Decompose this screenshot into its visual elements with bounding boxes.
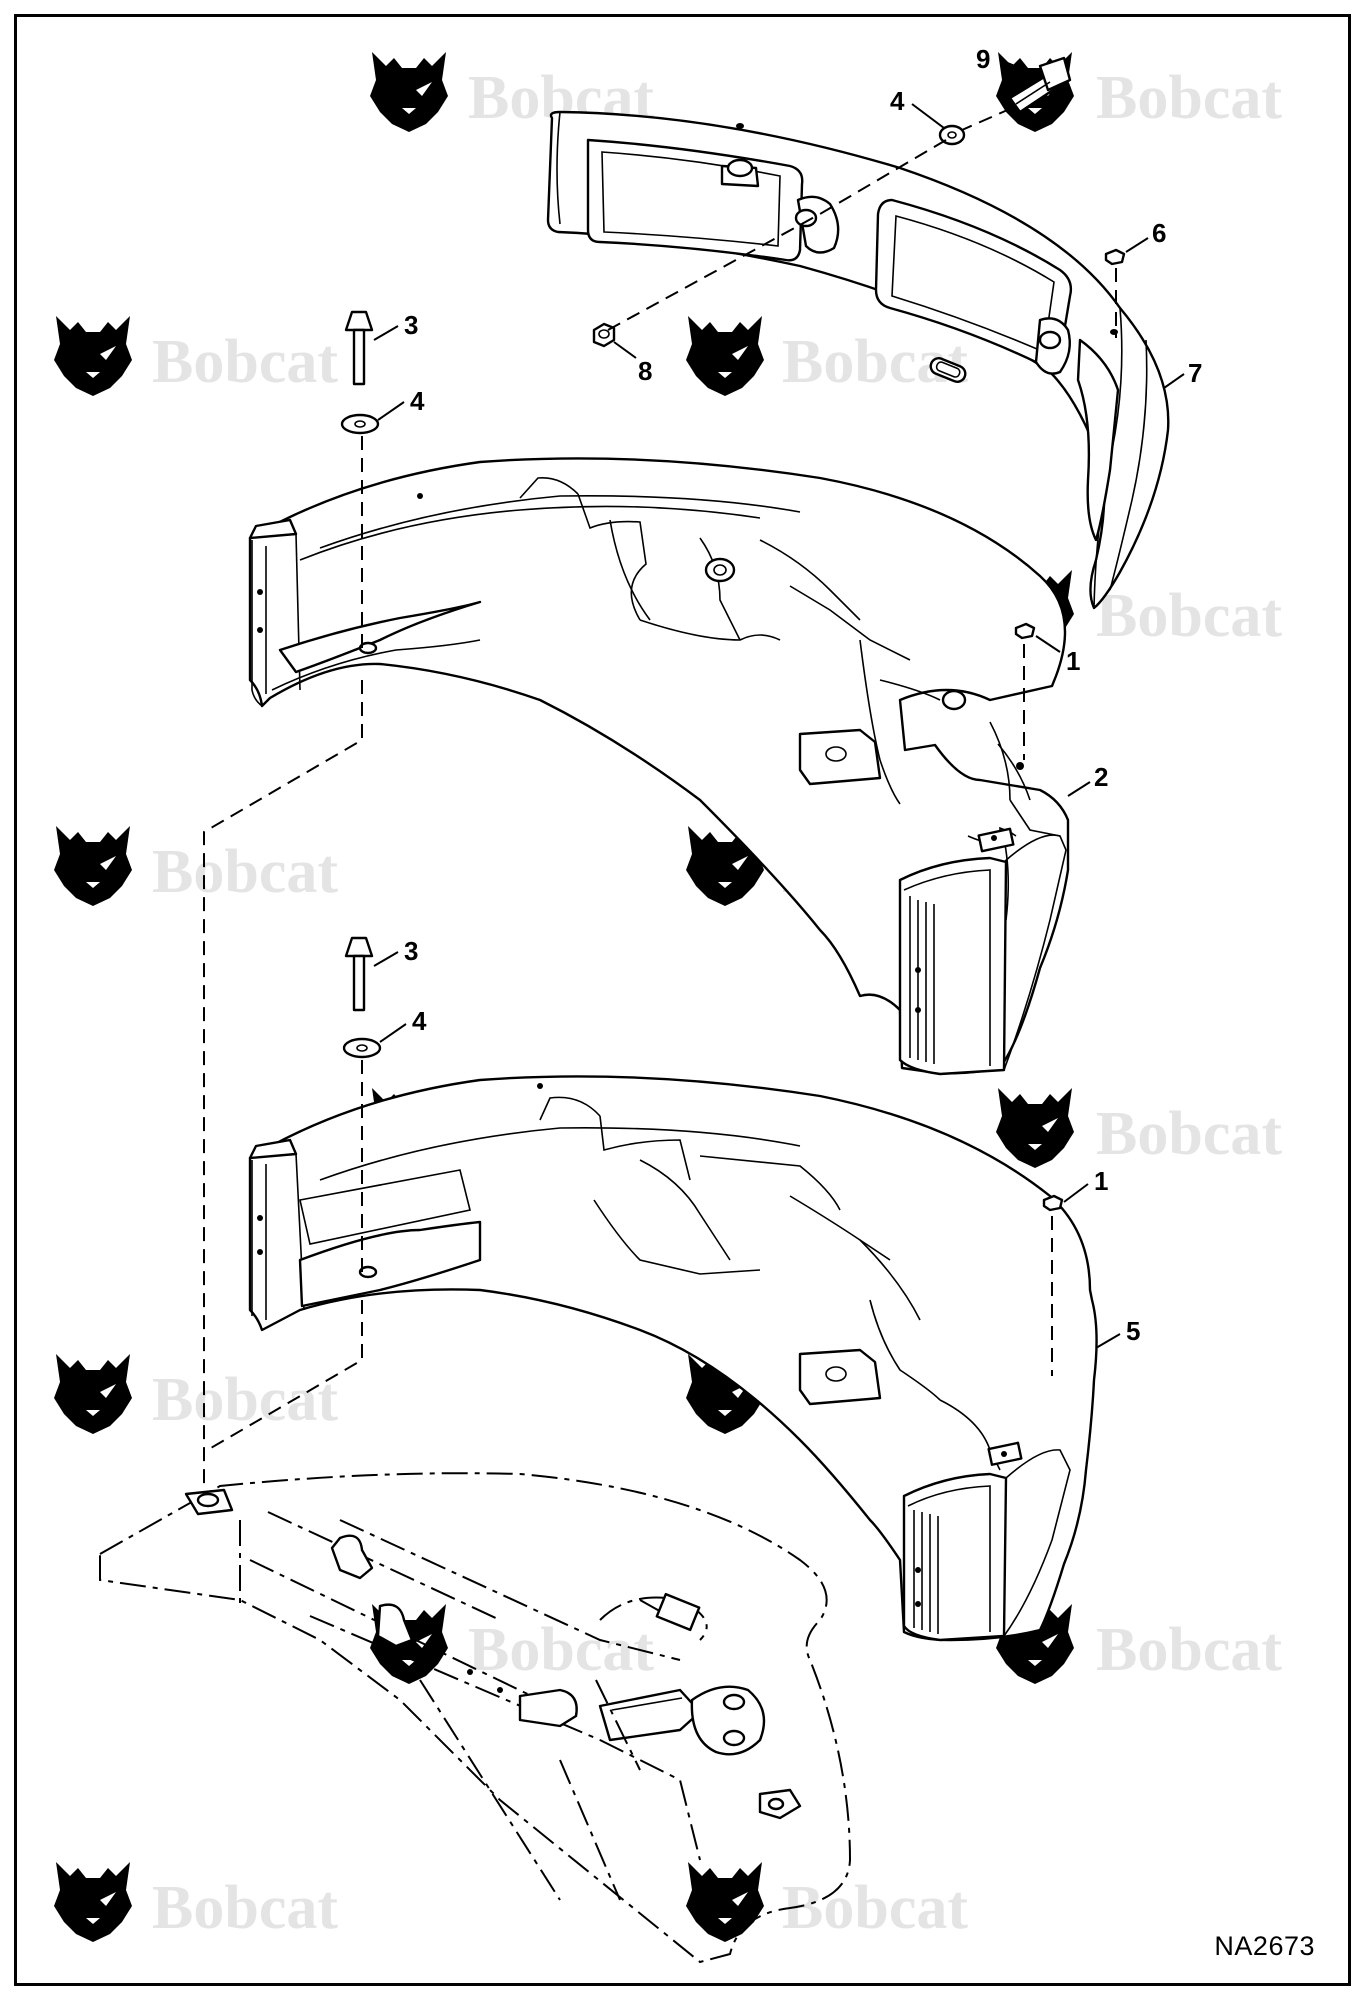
callout-number: 1	[1094, 1166, 1108, 1196]
watermark: Bobcat	[996, 1088, 1282, 1168]
bobcat-head-icon	[54, 1354, 132, 1434]
callouts: 9 4 6 7 3 4 8	[373, 44, 1202, 1349]
bolt-9	[1008, 56, 1072, 114]
callout-number: 6	[1152, 218, 1166, 248]
bobcat-head-icon	[54, 1862, 132, 1942]
bolt-3-lower	[344, 936, 374, 1012]
callout-number: 8	[638, 356, 652, 386]
nut-6	[1104, 248, 1126, 266]
leader-line	[373, 325, 399, 341]
watermark: Bobcat	[686, 316, 968, 396]
callout-6: 6	[1125, 218, 1166, 253]
callout-number: 4	[890, 86, 905, 116]
machine-frame-phantom	[99, 1472, 852, 1964]
assembly-line	[961, 107, 1013, 131]
watermark-text: Bobcat	[1096, 582, 1282, 650]
watermark-text: Bobcat	[782, 1874, 968, 1942]
washer-4-upper	[340, 413, 380, 435]
watermark: Bobcat	[54, 826, 338, 906]
callout-4-lower: 4	[379, 1006, 427, 1043]
callout-1-lower: 1	[1063, 1166, 1108, 1203]
bobcat-head-icon	[370, 52, 448, 132]
watermark-text: Bobcat	[152, 1874, 338, 1942]
callout-8: 8	[613, 341, 652, 386]
callout-number: 4	[412, 1006, 427, 1036]
bobcat-head-icon	[686, 1862, 764, 1942]
watermark-text: Bobcat	[1096, 64, 1282, 132]
callout-number: 7	[1188, 358, 1202, 388]
part-5-lower-counterweight	[248, 1075, 1098, 1642]
bobcat-head-icon	[996, 1088, 1074, 1168]
callout-number: 3	[404, 310, 418, 340]
leader-line	[1035, 635, 1061, 653]
callout-4-top: 4	[890, 86, 945, 129]
bobcat-head-icon	[686, 316, 764, 396]
watermark-text: Bobcat	[468, 1616, 654, 1684]
watermark-text: Bobcat	[1096, 1100, 1282, 1168]
callout-3-lower: 3	[373, 936, 418, 967]
leader-line	[1095, 1333, 1121, 1349]
bobcat-head-icon	[54, 316, 132, 396]
bobcat-head-icon	[54, 826, 132, 906]
bolt-3-upper	[344, 310, 374, 386]
callout-1-upper: 1	[1035, 635, 1080, 676]
part-7-top-counterweight	[546, 110, 1170, 610]
leader-line	[911, 103, 945, 129]
leader-line	[999, 59, 1031, 73]
watermark: Bobcat	[54, 316, 338, 396]
watermark: Bobcat	[996, 570, 1282, 650]
watermark: Bobcat	[686, 1862, 968, 1942]
callout-7: 7	[1163, 358, 1202, 389]
figure-id-label: NA2673	[1214, 1931, 1315, 1961]
part-2-middle-counterweight	[248, 457, 1070, 1076]
watermark: Bobcat	[370, 1604, 654, 1684]
leader-line	[379, 1023, 407, 1043]
leader-line	[1125, 237, 1149, 253]
nut-1-upper	[1014, 622, 1036, 640]
leader-line	[613, 341, 637, 359]
leader-line	[1067, 781, 1091, 797]
leader-line	[373, 951, 399, 967]
washer-4-lower	[342, 1037, 382, 1059]
assembly-line	[607, 139, 947, 331]
callout-number: 2	[1094, 762, 1108, 792]
callout-4-upper: 4	[377, 386, 425, 421]
watermark-text: Bobcat	[152, 838, 338, 906]
watermark: Bobcat	[54, 1862, 338, 1942]
watermark: Bobcat	[996, 52, 1282, 132]
callout-9: 9	[976, 44, 1031, 74]
watermark: Bobcat	[54, 1354, 338, 1434]
callout-number: 3	[404, 936, 418, 966]
watermark-text: Bobcat	[1096, 1616, 1282, 1684]
callout-number: 4	[410, 386, 425, 416]
callout-3-upper: 3	[373, 310, 418, 341]
callout-2: 2	[1067, 762, 1108, 797]
callout-number: 5	[1126, 1316, 1140, 1346]
diagram-border	[14, 14, 1351, 1986]
leader-line	[1163, 373, 1185, 389]
callout-number: 9	[976, 44, 990, 74]
assembly-line	[203, 1300, 363, 1453]
washer-4-top	[938, 124, 966, 146]
callout-5: 5	[1095, 1316, 1140, 1349]
callout-number: 1	[1066, 646, 1080, 676]
assembly-line	[203, 680, 363, 1490]
leader-line	[377, 401, 405, 421]
leader-line	[1063, 1183, 1089, 1203]
watermark-text: Bobcat	[152, 328, 338, 396]
nut-1-lower	[1042, 1194, 1064, 1212]
watermark-text: Bobcat	[152, 1366, 338, 1434]
watermark: Bobcat	[996, 1604, 1282, 1684]
